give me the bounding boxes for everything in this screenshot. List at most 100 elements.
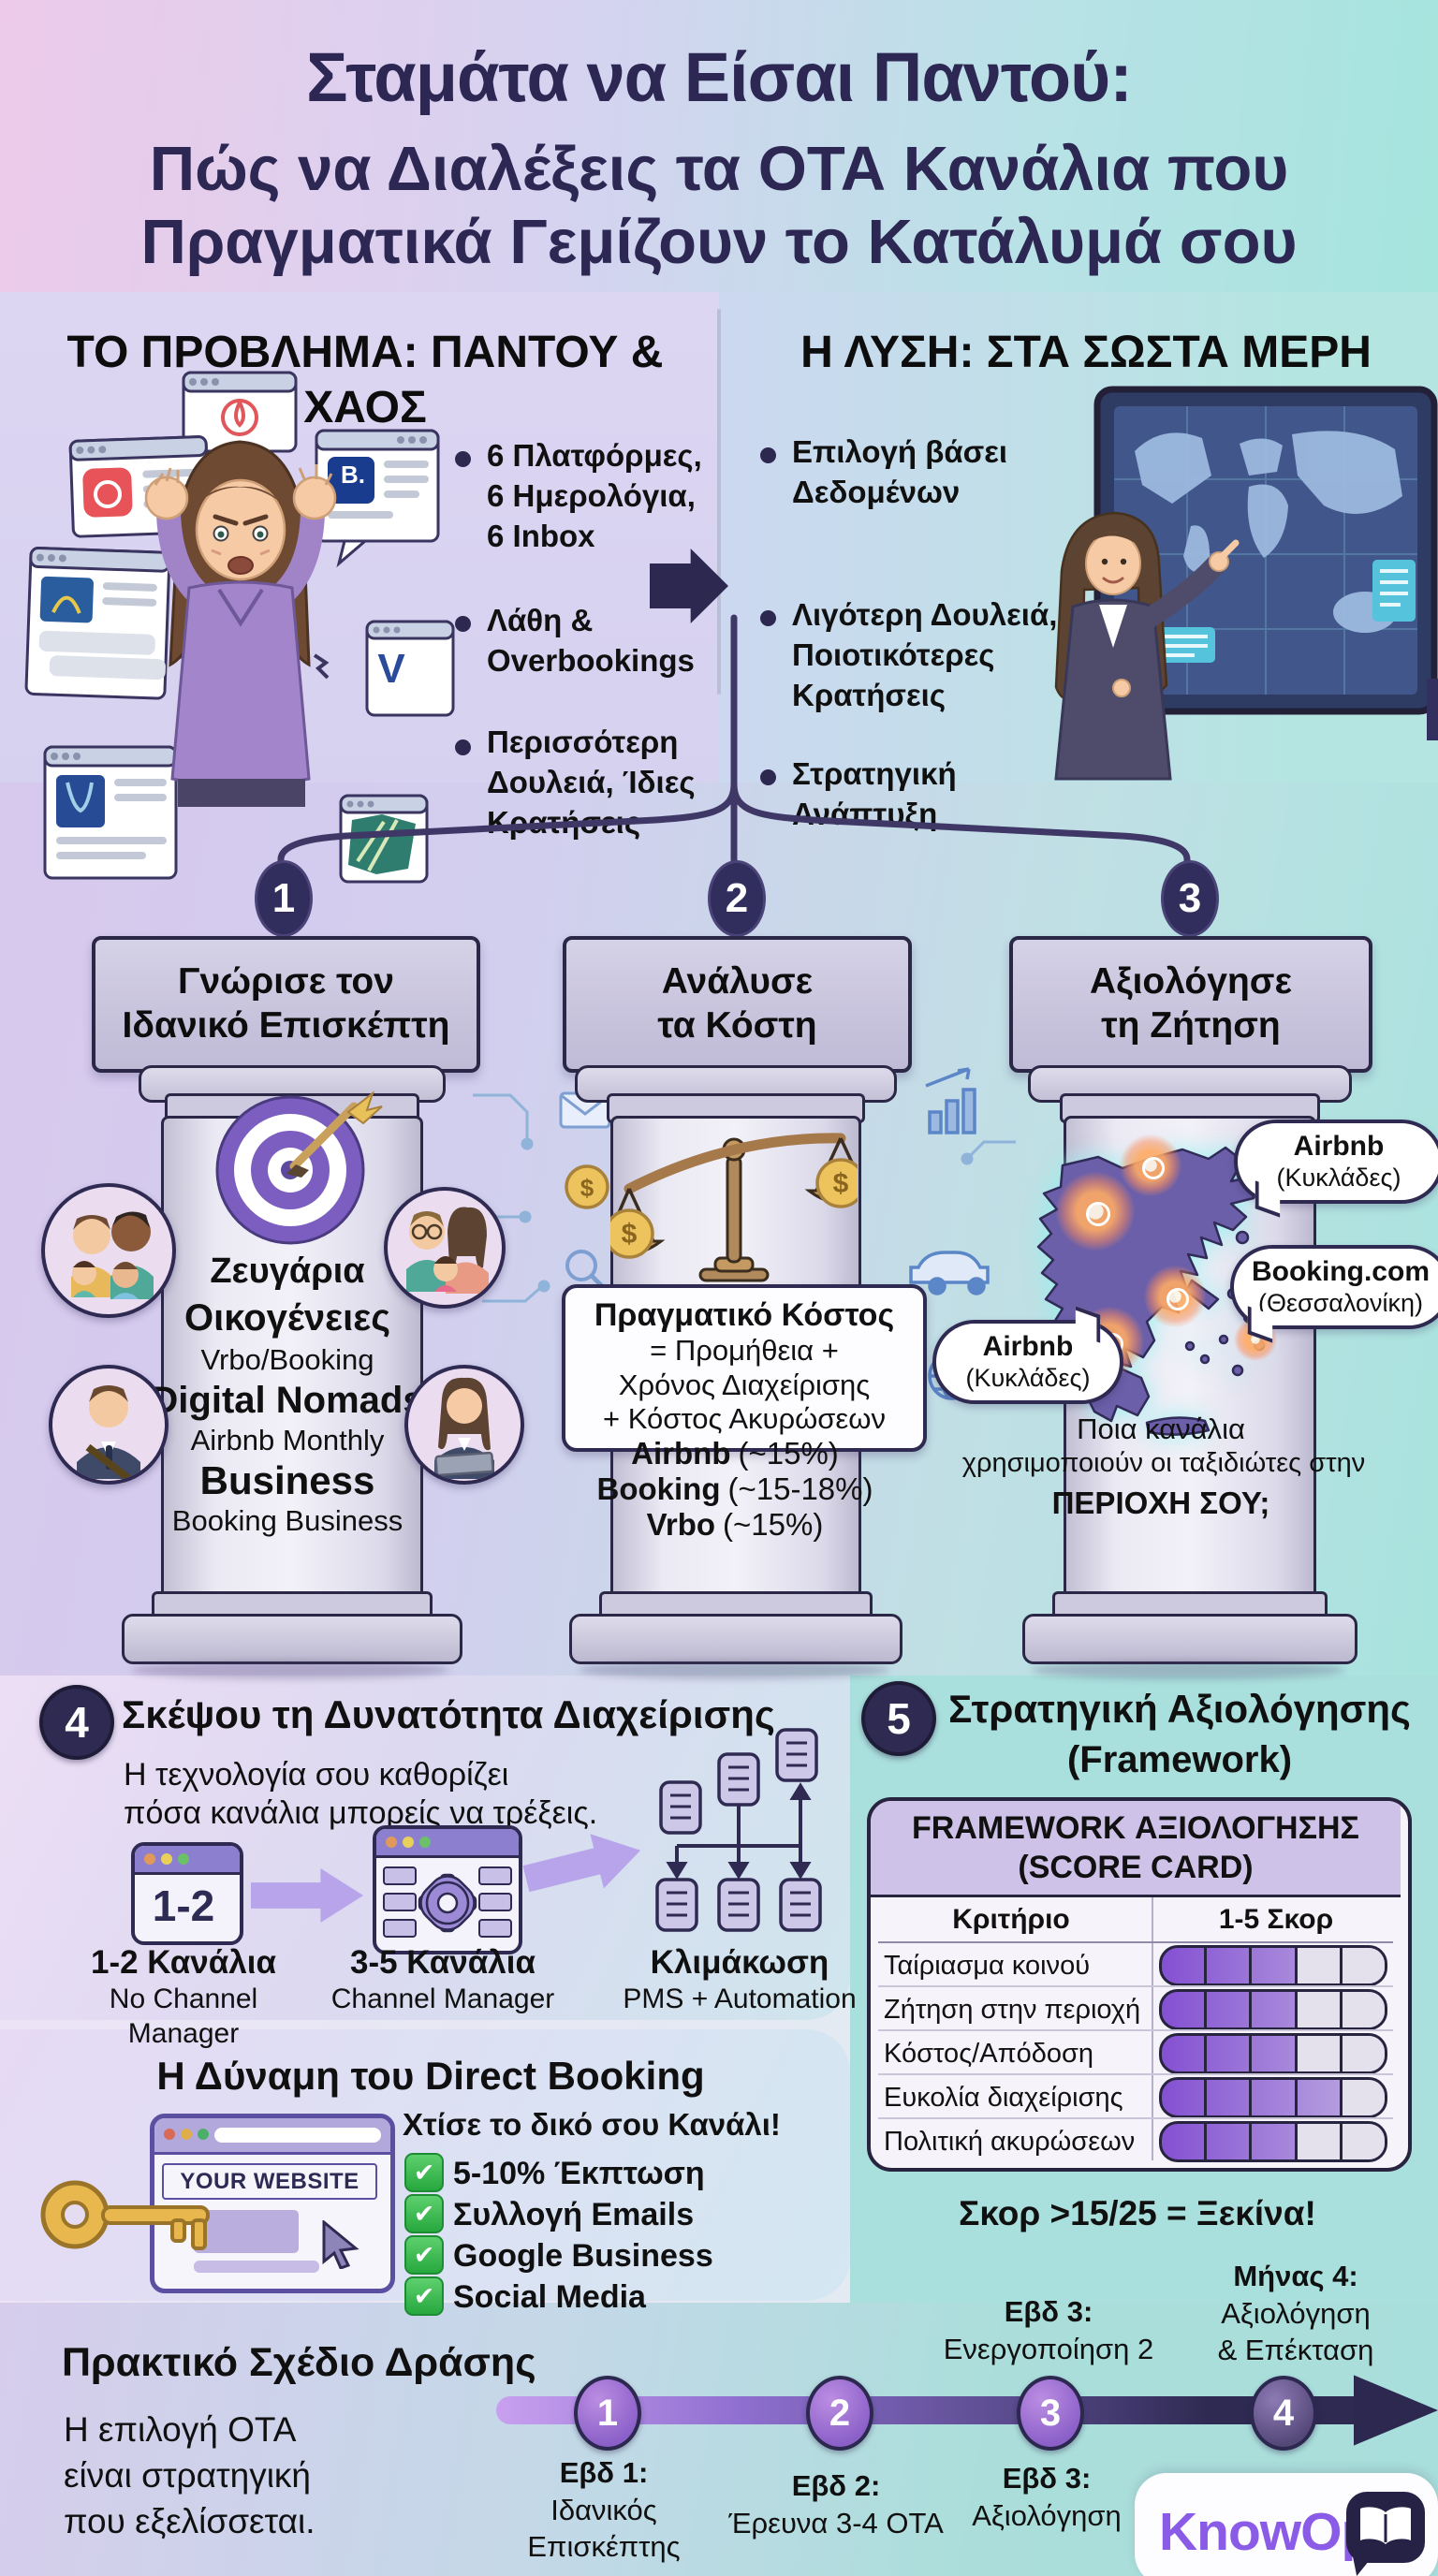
hotspot-ring (1086, 1202, 1110, 1226)
score-bar (1159, 1989, 1387, 2030)
score-threshold-note: Σκορ >15/25 = Ξεκίνα! (959, 2194, 1316, 2232)
problem-bullet-3: Περισσότερη Δουλειά, Ίδιες Κρατήσεις (487, 724, 696, 840)
hotspot-ring (1142, 1157, 1165, 1179)
problem-heading: ΤΟ ΠΡΟΒΛΗΜΑ: ΠΑΝΤΟΥ & ΧΑΟΣ (66, 328, 664, 432)
demand-question-line2: χρησιμοποιούν οι ταξιδιώτες στην (961, 1448, 1366, 1478)
milestone-circle-3: 3 (1017, 2376, 1084, 2451)
pillar-base (1022, 1614, 1357, 1664)
pillar-base (122, 1614, 462, 1664)
pillar-shadow (1032, 1661, 1344, 1679)
criterion-label: Κόστος/Απόδοση (884, 2039, 1093, 2069)
bubble-region: (Θεσσαλονίκη) (1257, 1288, 1424, 1317)
bullet-dot (760, 447, 776, 463)
step3-label: Κλιμάκωση (650, 1944, 829, 1981)
audience-business: Business (199, 1458, 375, 1502)
booking-logo: B. (341, 461, 365, 489)
section5-subtitle: (Framework) (1066, 1739, 1293, 1780)
score-card-title: FRAMEWORK ΑΞΙΟΛΟΓΗΣΗΣ (SCORE CARD) (871, 1801, 1401, 1897)
browser-window (24, 371, 455, 884)
key-icon (40, 2180, 210, 2250)
browser-1-2-icon: 1-2 (131, 1842, 243, 1945)
check-icon: ✔ (404, 2235, 444, 2275)
fee-vrbo: Vrbo(~15%) (562, 1507, 908, 1543)
section5-title: Στρατηγική Αξιολόγησης (948, 1687, 1411, 1731)
bubble-brand: Airbnb (1293, 1131, 1385, 1162)
speech-bubble-airbnb-cyclades-2: Airbnb (Κυκλάδες) (932, 1306, 1123, 1404)
criterion-label: Ταίριασμα κοινού (884, 1951, 1091, 1981)
pillar3-title: Αξιολόγησε τη Ζήτηση (1009, 936, 1372, 1073)
demand-question-bold: ΠΕΡΙΟΧΗ ΣΟΥ; (1051, 1486, 1270, 1520)
table-rule (878, 2117, 1393, 2119)
action-plan-description: Η επιλογή ΟΤΑ είναι στρατηγική που εξελί… (64, 2410, 315, 2540)
section4-title: Σκέψου τη Δυνατότητα Διαχείρισης (122, 1692, 775, 1736)
fee-brand: Airbnb (631, 1436, 731, 1471)
badge-4: 4 (39, 1685, 114, 1760)
bar-chart-icon (925, 1067, 976, 1134)
db-item-3: Google Business (453, 2238, 713, 2274)
criterion-label: Ευκολία διαχείρισης (884, 2083, 1123, 2113)
db-item-4: Social Media (453, 2279, 646, 2315)
db-item-1: 5-10% Έκπτωση (453, 2156, 705, 2191)
speech-bubble-booking-thessaloniki: Booking.com (Θεσσαλονίκη) (1230, 1245, 1438, 1343)
step3-sublabel: PMS + Automation (623, 1983, 857, 2014)
milestone1-below-label: Εβδ 1: Ιδανικός Επισκέπτης (527, 2456, 681, 2564)
book-icon (1360, 2507, 1411, 2544)
website-illustration: YOUR WEBSITE (150, 2114, 395, 2293)
fee-rate: (~15-18%) (727, 1471, 873, 1506)
car-icon (909, 1251, 990, 1295)
bullet-dot (760, 769, 776, 785)
audience-families: Οικογένειες (183, 1297, 391, 1339)
badge-5: 5 (861, 1681, 936, 1756)
criterion-label: Πολιτική ακυρώσεων (884, 2127, 1136, 2157)
problem-bullet-2: Λάθη & Overbookings (487, 603, 695, 678)
bubble-region: (Κυκλάδες) (965, 1363, 1091, 1392)
page-title-line1: Σταμάτα να Είσαι Παντού: (306, 38, 1133, 116)
score-bar (1159, 2121, 1387, 2162)
table-divider (1152, 1897, 1153, 2160)
avatar-businessman (49, 1365, 169, 1485)
avatar-family-1 (41, 1183, 176, 1318)
true-cost-box: Πραγματικό Κόστος = Προμήθεια + Χρόνος Δ… (562, 1284, 927, 1452)
brand-card: KnowOpp (1135, 2473, 1438, 2576)
check-icon: ✔ (404, 2153, 444, 2192)
balance-scale-icon: $ $ (610, 1133, 858, 1282)
audience-families-channel: Vrbo/Booking (200, 1343, 374, 1376)
criterion-label: Ζήτηση στην περιοχή (884, 1995, 1141, 2025)
solution-bullet-1: Επιλογή βάσει Δεδομένων (792, 434, 1008, 509)
audience-nomads: Digital Nomads (151, 1380, 424, 1421)
avatar-businesswoman-laptop (404, 1365, 524, 1485)
bullseye-target-icon (215, 1090, 383, 1245)
problem-bullet-1: 6 Πλατφόρμες, 6 Ημερολόγια, 6 Inbox (487, 438, 702, 553)
table-rule (878, 1941, 1393, 1943)
true-cost-formula: = Προμήθεια + Χρόνος Διαχείρισης + Κόστο… (603, 1334, 886, 1436)
column-criterion: Κριτήριο (952, 1904, 1070, 1935)
true-cost-title: Πραγματικό Κόστος (594, 1297, 895, 1333)
column-score: 1-5 Σκορ (1218, 1904, 1334, 1935)
demand-question-line1: Ποια κανάλια (1077, 1412, 1245, 1445)
fee-brand: Booking (596, 1471, 721, 1506)
step2-sublabel: Channel Manager (330, 1983, 555, 2014)
your-website-label: YOUR WEBSITE (162, 2163, 377, 2201)
step-circle-3: 3 (1161, 860, 1219, 937)
cursor-icon (322, 2220, 360, 2269)
milestone4-above-label: Μήνας 4: Αξιολόγηση & Επέκταση (1217, 2260, 1374, 2367)
score-card: FRAMEWORK ΑΞΙΟΛΟΓΗΣΗΣ (SCORE CARD) Κριτή… (867, 1797, 1412, 2172)
table-rule (878, 1985, 1393, 1987)
audience-business-channel: Booking Business (171, 1504, 404, 1537)
pillar1-title: Γνώρισε τον Ιδανικό Επισκέπτη (92, 936, 480, 1073)
channel-manager-icon (373, 1825, 522, 1954)
bubble-region: (Κυκλάδες) (1276, 1163, 1401, 1192)
direct-booking-title: Η Δύναμη του Direct Booking (156, 2054, 705, 2098)
milestone-circle-1: 1 (574, 2376, 641, 2451)
check-icon: ✔ (404, 2194, 444, 2233)
milestone-circle-2: 2 (806, 2376, 873, 2451)
milestone3-below-label: Εβδ 3: Αξιολόγηση (972, 2462, 1122, 2532)
table-rule (878, 2073, 1393, 2075)
pillar-shadow (579, 1661, 889, 1679)
table-rule (878, 2029, 1393, 2031)
svg-text:$: $ (580, 1174, 594, 1202)
check-icon: ✔ (404, 2276, 444, 2316)
pillar-shadow (131, 1661, 449, 1679)
fee-airbnb: Airbnb(~15%) (562, 1436, 908, 1471)
speech-bubble-airbnb-cyclades: Airbnb (Κυκλάδες) (1234, 1120, 1438, 1218)
